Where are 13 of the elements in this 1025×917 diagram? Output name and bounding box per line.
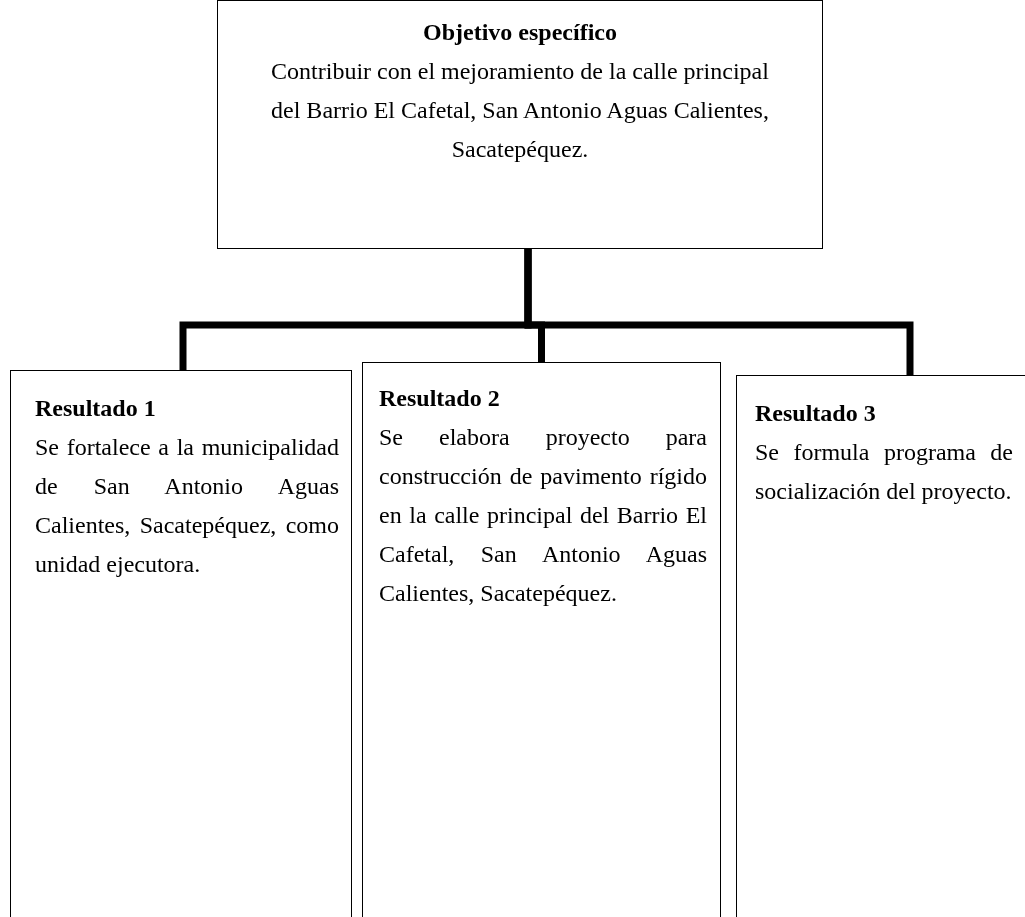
heading: Resultado 1 bbox=[35, 394, 157, 423]
heading: Resultado 3 bbox=[755, 399, 877, 428]
heading: Objetivo específico bbox=[422, 18, 618, 47]
objective-box bbox=[217, 0, 823, 249]
result-box bbox=[736, 375, 1025, 917]
description: Se elabora proyecto para construcción de pavimento rígido en la calle principal del Barrio El Cafetal, San Antonio Aguas Calientes, Sacatepéquez. bbox=[379, 423, 707, 608]
heading: Resultado 2 bbox=[379, 384, 501, 413]
connector-line bbox=[524, 249, 914, 375]
description: Se fortalece a la municipalidad de San Antonio Aguas Calientes, Sacatepéquez, como unidad ejecutora. bbox=[35, 433, 339, 579]
description: Contribuir con el mejoramiento de la calle principal del Barrio El Cafetal, San Antonio Aguas Calientes, Sacatepéquez. bbox=[270, 57, 770, 164]
description: Se formula programa de socialización del proyecto. bbox=[755, 438, 1013, 506]
result-box bbox=[10, 370, 352, 917]
result-box bbox=[362, 362, 721, 917]
